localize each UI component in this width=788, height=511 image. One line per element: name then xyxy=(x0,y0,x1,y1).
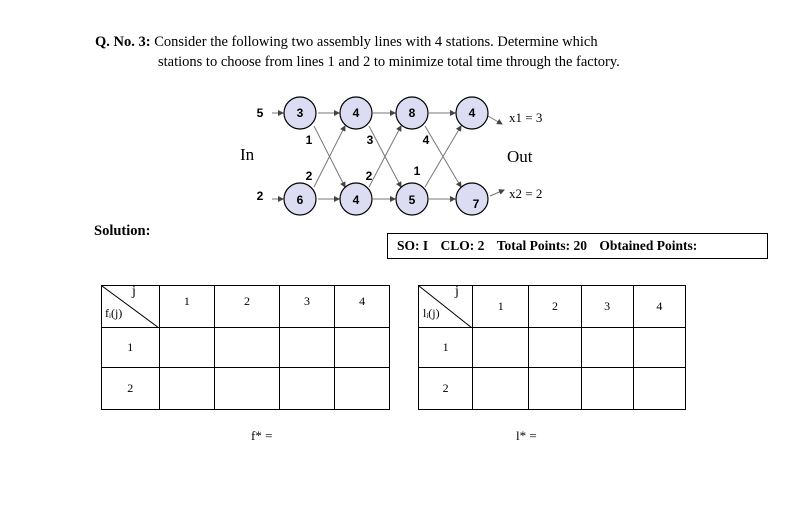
clo-label: CLO: 2 xyxy=(440,238,485,253)
f-row-header-1: 1 xyxy=(101,327,160,368)
out-label: Out xyxy=(507,147,533,166)
station-time-2-2: 4 xyxy=(353,193,360,207)
obtained-points-label: Obtained Points: xyxy=(599,238,698,253)
station-time-2-4: 7 xyxy=(473,197,480,211)
so-label: SO: I xyxy=(397,238,429,253)
points-info-box: SO: I CLO: 2 Total Points: 20 Obtained P… xyxy=(387,233,768,259)
f-cell-2-3[interactable] xyxy=(278,367,336,410)
diagonal-line xyxy=(102,286,159,328)
f-corner-j: j xyxy=(132,284,136,299)
question-text-2: stations to choose from lines 1 and 2 to… xyxy=(158,54,620,70)
f-cell-2-2[interactable] xyxy=(214,367,280,410)
entry-time-bottom: 2 xyxy=(257,189,264,203)
station-2-4 xyxy=(455,182,489,216)
l-corner-li: lᵢ(j) xyxy=(423,306,440,320)
l-cell-2-3[interactable] xyxy=(580,367,634,410)
solution-label: Solution: xyxy=(94,223,151,239)
exit-time-bottom: x2 = 2 xyxy=(509,186,542,201)
l-star-label: l* = xyxy=(516,428,537,443)
station-1-3 xyxy=(395,96,429,130)
f-cell-1-2[interactable] xyxy=(214,327,280,368)
l-cell-1-3[interactable] xyxy=(580,327,634,368)
l-col-header-1: 1 xyxy=(472,285,530,328)
f-cell-2-4[interactable] xyxy=(334,367,390,410)
f-cell-1-3[interactable] xyxy=(278,327,336,368)
f-col-header-1: 1 xyxy=(158,285,216,328)
total-points-label: Total Points: 20 xyxy=(496,238,588,253)
f-cell-2-1[interactable] xyxy=(158,367,216,410)
l-cell-1-2[interactable] xyxy=(528,327,582,368)
f-cell-1-4[interactable] xyxy=(334,327,390,368)
f-col-header-3: 3 xyxy=(278,285,336,328)
station-time-1-4: 4 xyxy=(469,106,476,120)
f-table-corner: j fᵢ(j) xyxy=(101,284,160,328)
l-row-header-2: 2 xyxy=(417,367,474,410)
station-time-1-1: 3 xyxy=(297,106,304,120)
f-col-header-4: 4 xyxy=(334,285,390,328)
f-cell-1-1[interactable] xyxy=(158,327,216,368)
l-table-corner: j lᵢ(j) xyxy=(417,284,474,328)
station-time-1-3: 8 xyxy=(409,106,416,120)
l-cell-1-1[interactable] xyxy=(472,327,530,368)
l-cell-2-1[interactable] xyxy=(472,367,530,410)
station-time-2-1: 6 xyxy=(297,193,304,207)
question-number: Q. No. 3: xyxy=(95,34,151,50)
l-cell-2-4[interactable] xyxy=(632,367,687,410)
l-row-header-1: 1 xyxy=(417,327,474,368)
l-col-header-3: 3 xyxy=(580,285,634,328)
station-2-2 xyxy=(339,182,373,216)
station-2-1 xyxy=(283,182,317,216)
station-1-1 xyxy=(283,96,317,130)
f-col-header-2: 2 xyxy=(214,285,280,328)
l-col-header-4: 4 xyxy=(632,285,687,328)
in-label: In xyxy=(240,145,255,164)
transfer-top-1: 1 xyxy=(306,133,313,147)
transfer-bottom-1: 2 xyxy=(306,169,313,183)
question-text-1: Consider the following two assembly line… xyxy=(154,34,598,50)
diagonal-line xyxy=(419,286,472,328)
l-table: j lᵢ(j) 1 2 3 4 1 2 xyxy=(417,284,687,410)
l-corner-j: j xyxy=(455,284,459,299)
f-row-header-2: 2 xyxy=(101,367,160,410)
transfer-top-2: 3 xyxy=(367,133,374,147)
question-line-1: Q. No. 3: Consider the following two ass… xyxy=(95,32,598,52)
station-time-1-2: 4 xyxy=(353,106,360,120)
entry-time-top: 5 xyxy=(257,106,264,120)
transfer-bottom-3: 1 xyxy=(414,164,421,178)
l-cell-1-4[interactable] xyxy=(632,327,687,368)
l-cell-2-2[interactable] xyxy=(528,367,582,410)
station-2-3 xyxy=(395,182,429,216)
f-star-label: f* = xyxy=(251,428,273,443)
station-1-2 xyxy=(339,96,373,130)
transfer-top-3: 4 xyxy=(423,133,430,147)
transfer-bottom-2: 2 xyxy=(366,169,373,183)
exit-time-top: x1 = 3 xyxy=(509,110,542,125)
f-corner-fi: fᵢ(j) xyxy=(105,306,123,320)
assembly-line-diagram: 3 4 8 4 6 4 5 7 5 2 1 3 4 2 2 1 In Out x… xyxy=(240,96,542,216)
station-1-4 xyxy=(455,96,489,130)
f-table: j fᵢ(j) 1 2 3 4 1 2 xyxy=(101,284,390,410)
station-time-2-3: 5 xyxy=(409,193,416,207)
l-col-header-2: 2 xyxy=(528,285,582,328)
